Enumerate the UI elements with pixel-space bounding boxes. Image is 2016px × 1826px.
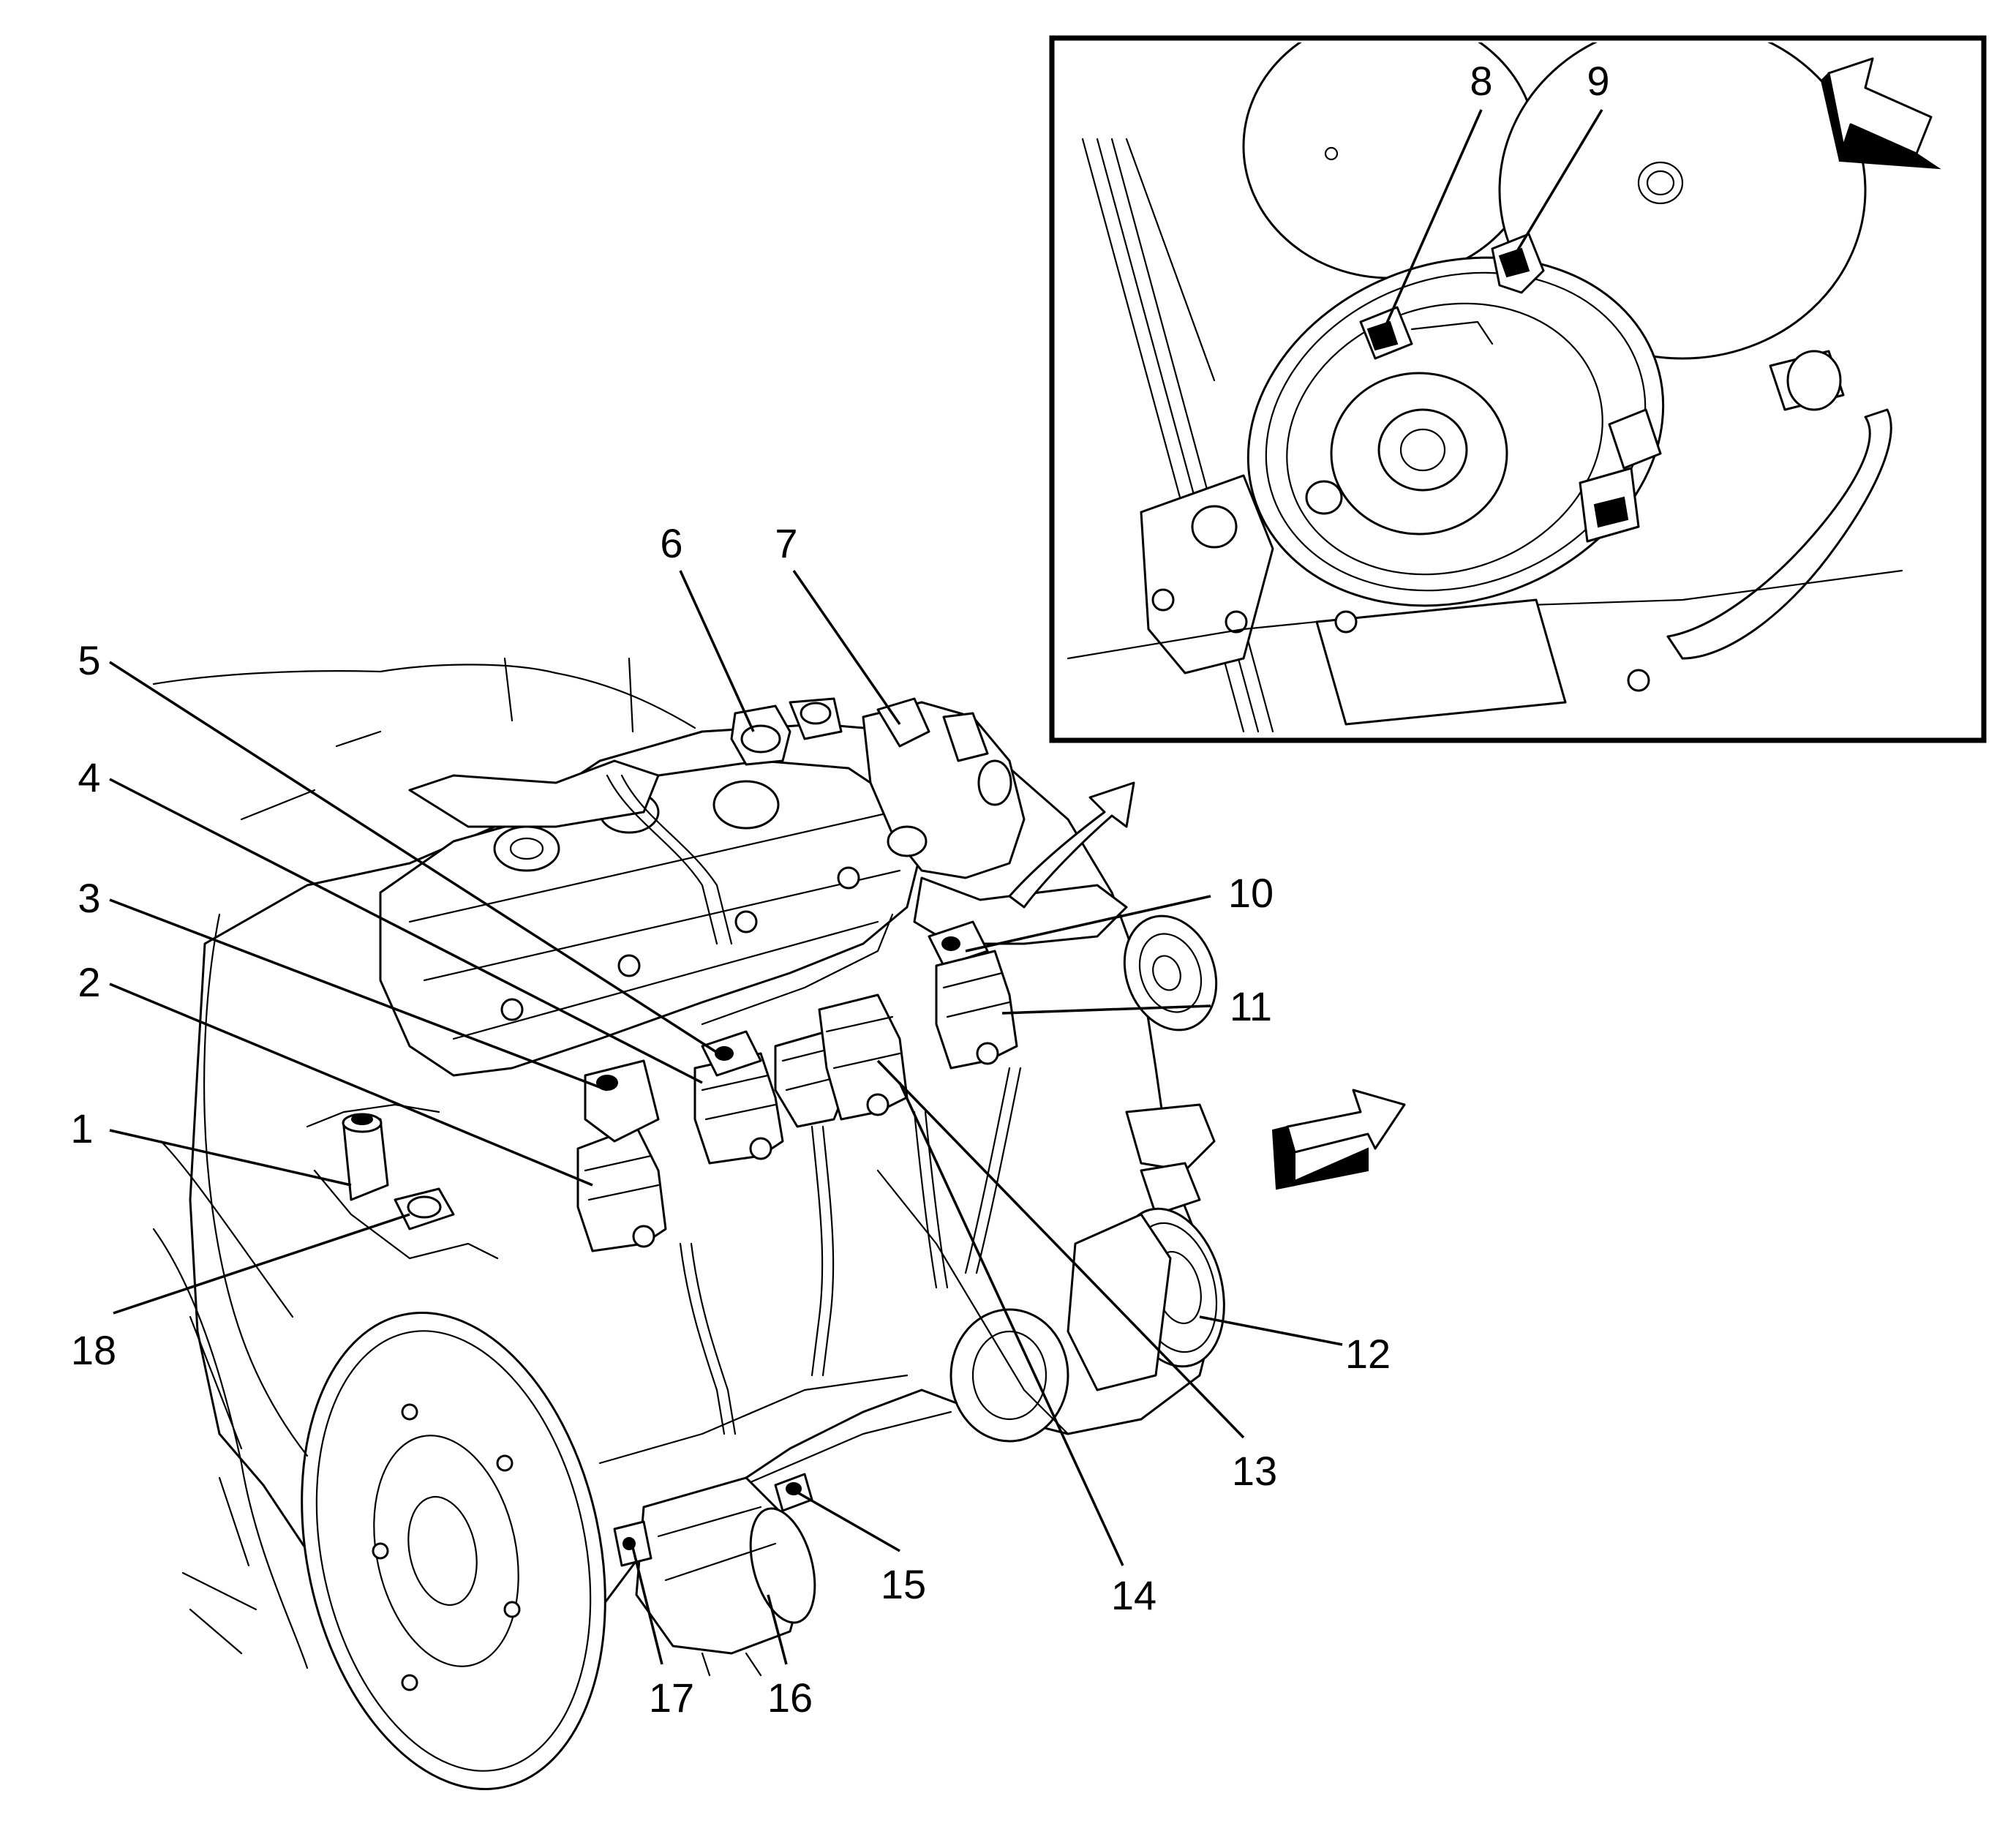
leader-12 <box>1199 1315 1343 1346</box>
leader-3 <box>109 898 608 1092</box>
callout-4: 4 <box>78 754 100 800</box>
callout-1: 1 <box>70 1105 93 1151</box>
ignition-coil-2 <box>576 1125 667 1252</box>
callout-12: 12 <box>1345 1331 1391 1377</box>
sensor-connector-6 <box>730 697 843 766</box>
leader-11 <box>1001 1004 1211 1015</box>
callout-14: 14 <box>1111 1572 1156 1618</box>
callout-15: 15 <box>881 1561 926 1607</box>
leader-4 <box>109 778 703 1084</box>
leader-5 <box>109 661 725 1059</box>
leader-10 <box>965 895 1211 953</box>
water-pump-pulley <box>1123 914 1218 1032</box>
leader-13 <box>876 1059 1245 1439</box>
starter-motor <box>635 1476 816 1655</box>
leader-14 <box>898 1082 1124 1566</box>
inset-view-arrow <box>1820 57 1941 170</box>
sensor-1 <box>342 1113 389 1201</box>
inset-detail-view <box>1049 35 1987 743</box>
callout-10: 10 <box>1228 870 1274 916</box>
leader-18 <box>113 1213 410 1315</box>
callout-17: 17 <box>649 1675 694 1721</box>
leader-8 <box>1381 109 1483 334</box>
callout-11: 11 <box>1230 983 1272 1029</box>
ignition-coil-3 <box>584 1059 660 1143</box>
leader-1 <box>109 1129 352 1187</box>
callout-8: 8 <box>1470 58 1492 104</box>
callout-6: 6 <box>660 520 682 566</box>
ignition-coil-center <box>818 993 909 1121</box>
leader-15 <box>797 1491 900 1552</box>
callout-9: 9 <box>1587 58 1609 104</box>
callout-3: 3 <box>78 875 100 921</box>
callout-2: 2 <box>78 959 100 1005</box>
callout-16: 16 <box>767 1675 813 1721</box>
leader-16 <box>767 1594 788 1665</box>
callout-5: 5 <box>78 637 100 683</box>
flywheel <box>301 1312 606 1790</box>
callout-labels: 1 2 3 4 5 6 7 8 9 10 11 12 13 14 15 16 1… <box>70 58 1609 1721</box>
leader-2 <box>109 982 593 1187</box>
callout-7: 7 <box>775 520 797 566</box>
leader-6 <box>679 570 755 732</box>
leader-lines <box>109 109 1603 1665</box>
callout-13: 13 <box>1232 1448 1277 1494</box>
view-arrow-curved <box>1008 781 1135 909</box>
ignition-coil-4 <box>693 1052 784 1165</box>
ignition-coil-11 <box>935 950 1018 1070</box>
starter-connector-15 <box>774 1473 813 1512</box>
leader-7 <box>792 570 901 725</box>
ignition-coil-5 <box>701 1030 762 1077</box>
sensor-18 <box>394 1187 455 1231</box>
ac-compressor-12 <box>1067 1207 1225 1391</box>
leader-17 <box>631 1547 663 1665</box>
starter-terminal-17 <box>613 1520 652 1567</box>
view-arrow-front <box>1271 1089 1406 1190</box>
inset-connector-9 <box>1491 233 1545 294</box>
callout-18: 18 <box>71 1327 116 1373</box>
leader-9 <box>1513 109 1603 257</box>
inset-connector-8 <box>1359 306 1494 360</box>
ignition-coil-10 <box>928 920 989 967</box>
